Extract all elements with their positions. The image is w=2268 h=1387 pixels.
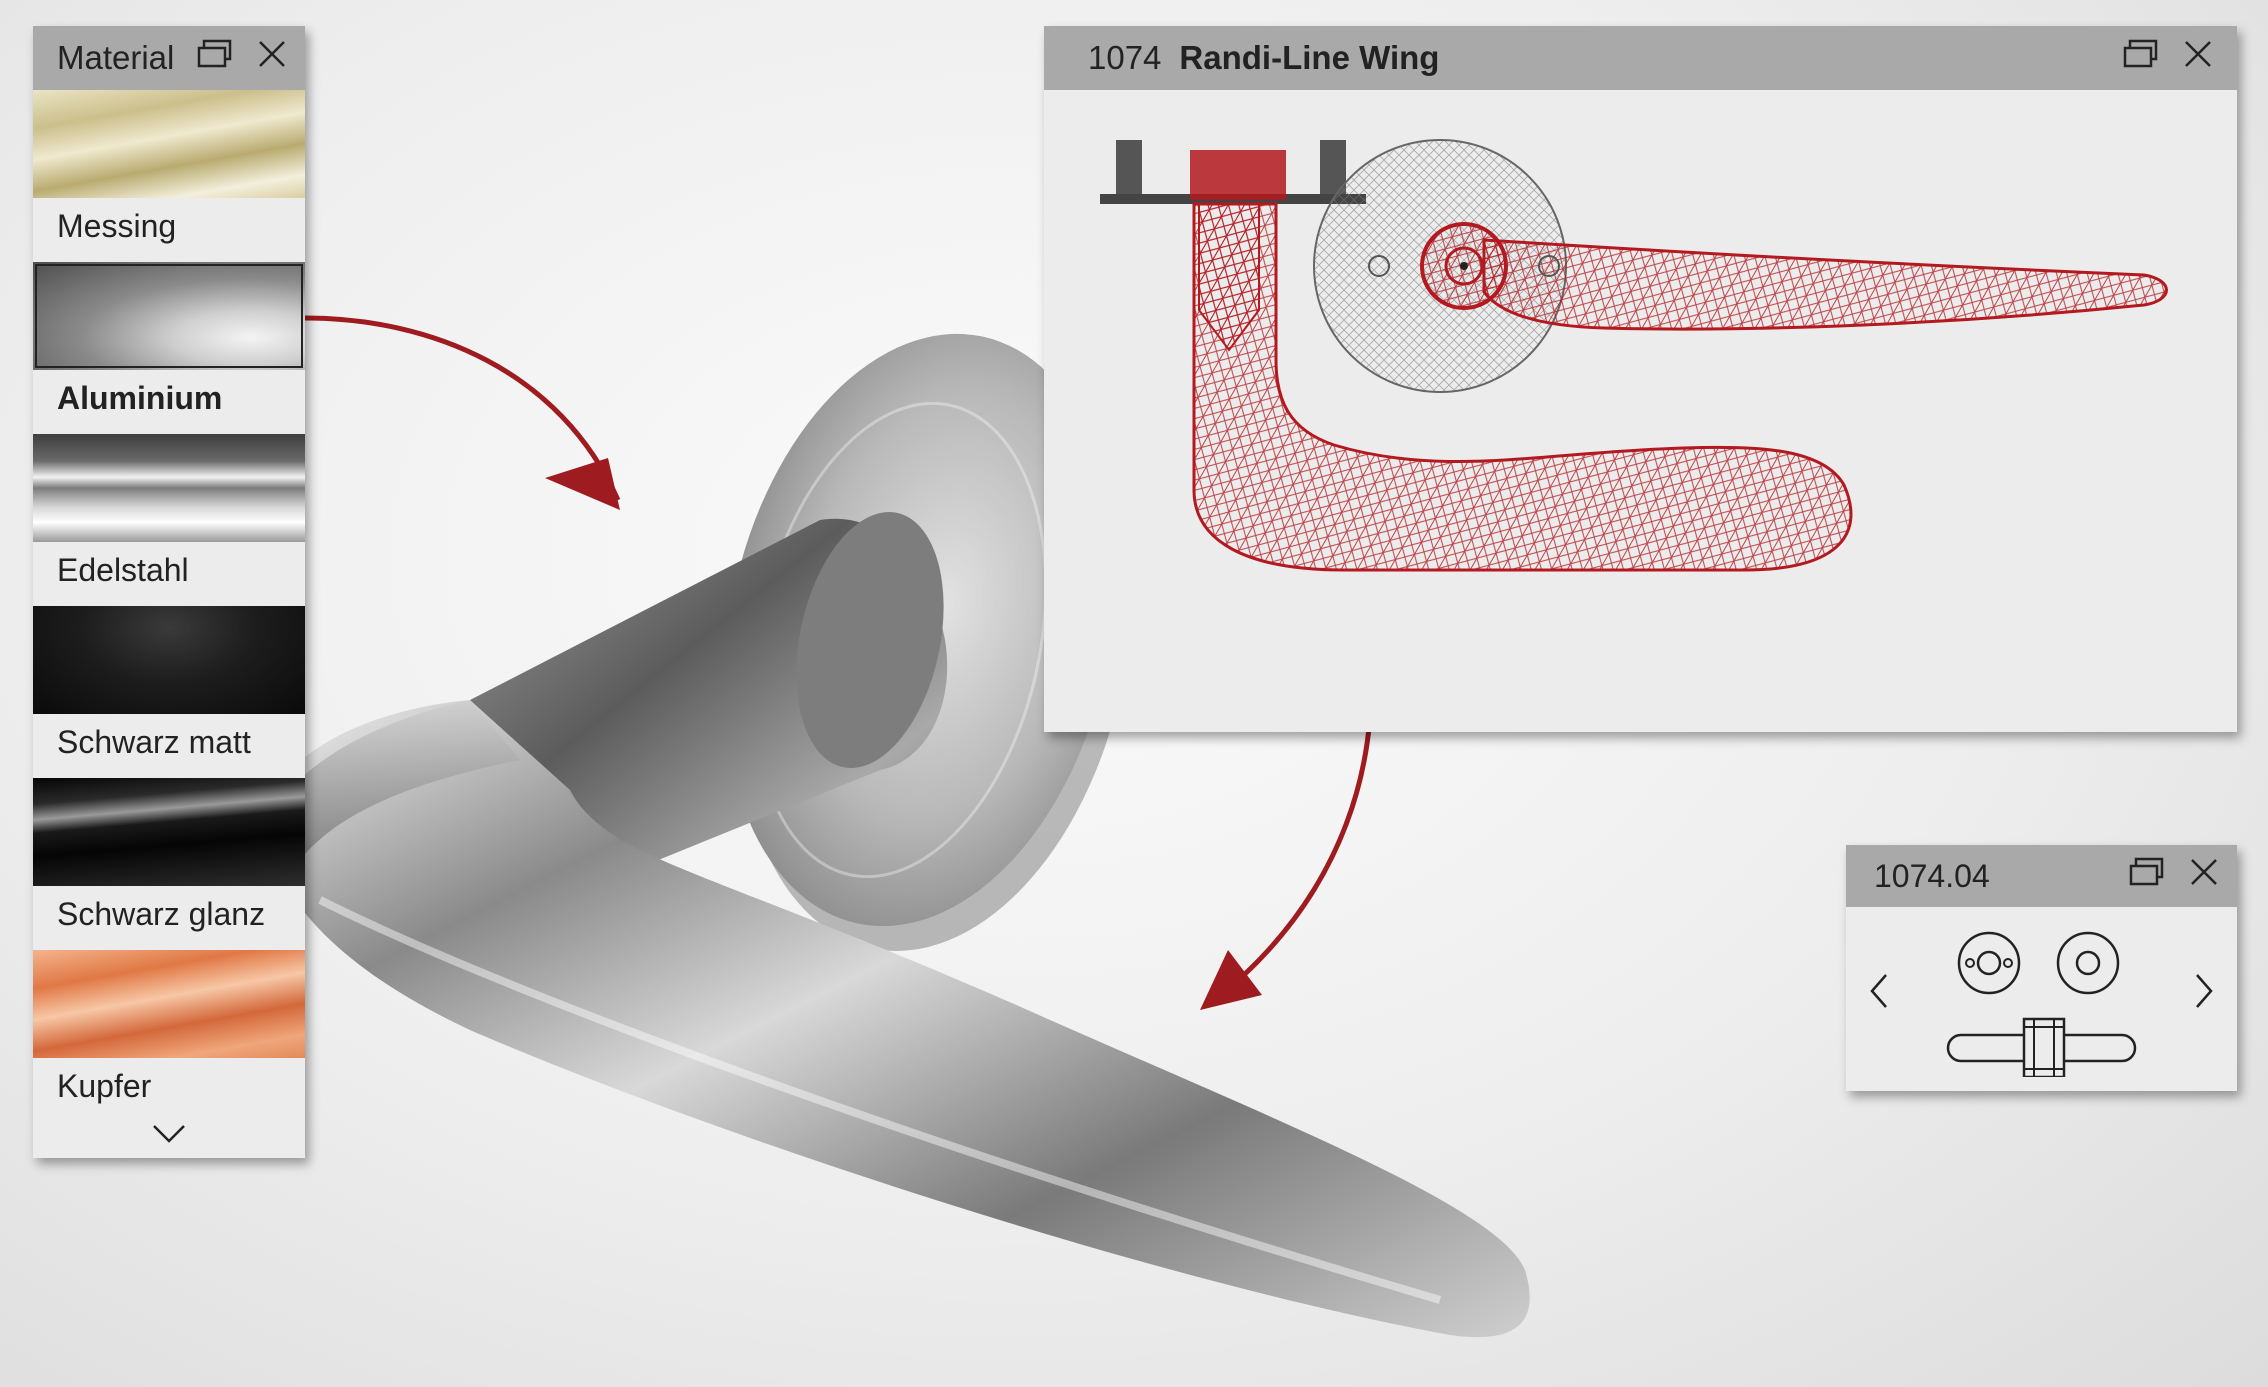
material-label-edelstahl[interactable]: Edelstahl [33,542,305,606]
restore-icon[interactable] [2129,857,2165,895]
material-panel-titlebar: Material [33,26,305,90]
restore-icon[interactable] [197,39,233,77]
restore-icon[interactable] [2123,39,2159,77]
material-panel: Material Messing Aluminium Edelstahl Sch… [33,26,305,1158]
swatch-schwarz-glanz[interactable] [33,778,305,886]
scroll-down-area[interactable] [33,1122,305,1170]
swatch-edelstahl[interactable] [33,434,305,542]
model-number: 1074 [1088,39,1162,76]
chevron-down-icon[interactable] [151,1122,187,1146]
wireframe-view [1044,90,2237,732]
variant-panel: 1074.04 [1846,845,2237,1091]
material-label-messing[interactable]: Messing [33,198,305,262]
variant-code: 1074.04 [1874,857,1990,894]
material-label-schwarz-glanz[interactable]: Schwarz glanz [33,886,305,950]
swatch-schwarz-matt[interactable] [33,606,305,714]
selection-frame [35,264,303,368]
model-panel-titlebar: 1074 Randi-Line Wing [1044,26,2237,90]
material-panel-title: Material [57,39,175,76]
chevron-right-icon[interactable] [2193,971,2215,1011]
variant-drawing [1946,931,2137,1077]
chevron-left-icon[interactable] [1868,971,1890,1011]
swatch-kupfer[interactable] [33,950,305,1058]
variant-panel-titlebar: 1074.04 [1846,845,2237,907]
model-name: Randi-Line Wing [1179,39,1440,76]
top-view-wireframe [1313,139,2168,393]
material-label-kupfer[interactable]: Kupfer [33,1058,305,1122]
close-icon[interactable] [257,39,287,77]
variant-preview [1846,907,2237,1091]
swatch-aluminium[interactable] [33,262,305,370]
material-label-aluminium[interactable]: Aluminium [33,370,305,434]
close-icon[interactable] [2183,39,2213,77]
model-panel: 1074 Randi-Line Wing [1044,26,2237,732]
close-icon[interactable] [2189,857,2219,895]
material-label-schwarz-matt[interactable]: Schwarz matt [33,714,305,778]
swatch-messing[interactable] [33,90,305,198]
